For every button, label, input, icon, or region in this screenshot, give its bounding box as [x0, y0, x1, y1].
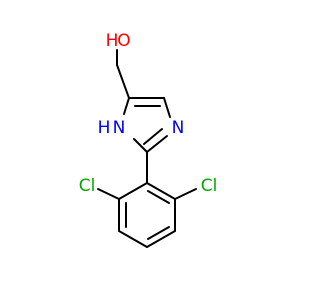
bond-ph3-ph4	[146, 230, 176, 248]
imidazole-nh-hydrogen-label: H	[98, 118, 111, 138]
atom-labels: H O H N N Cl Cl	[79, 31, 218, 196]
chlorine-right-label: Cl	[201, 176, 218, 196]
bond-ph4-ph5	[118, 230, 148, 248]
hydroxyl-hydrogen-label: H	[106, 31, 119, 51]
imidazole-n3-label: N	[172, 118, 185, 138]
bond-c2-n1	[133, 138, 148, 153]
bond-ph1-ph2	[146, 182, 176, 200]
bond-ph6-ph1	[118, 182, 148, 200]
bond-ph2-chlorine	[174, 188, 197, 200]
bond-ph3-ph4-inner	[147, 226, 170, 240]
bonds	[97, 49, 197, 248]
bond-n3-c2	[146, 135, 168, 153]
hydroxyl-oxygen-label: O	[117, 31, 130, 51]
bond-methylene-c5	[116, 64, 130, 99]
structure-diagram: H O H N N Cl Cl	[79, 31, 218, 248]
bond-ph1-ph2-inner	[147, 190, 170, 204]
bond-ph6-chlorine	[97, 188, 120, 200]
chlorine-left-label: Cl	[79, 176, 96, 196]
bond-n3-c2-inner	[143, 128, 163, 145]
imidazole-nh-nitrogen-label: N	[113, 118, 126, 138]
bond-c4-n3	[163, 97, 171, 118]
bond-n1-c5	[123, 97, 130, 115]
